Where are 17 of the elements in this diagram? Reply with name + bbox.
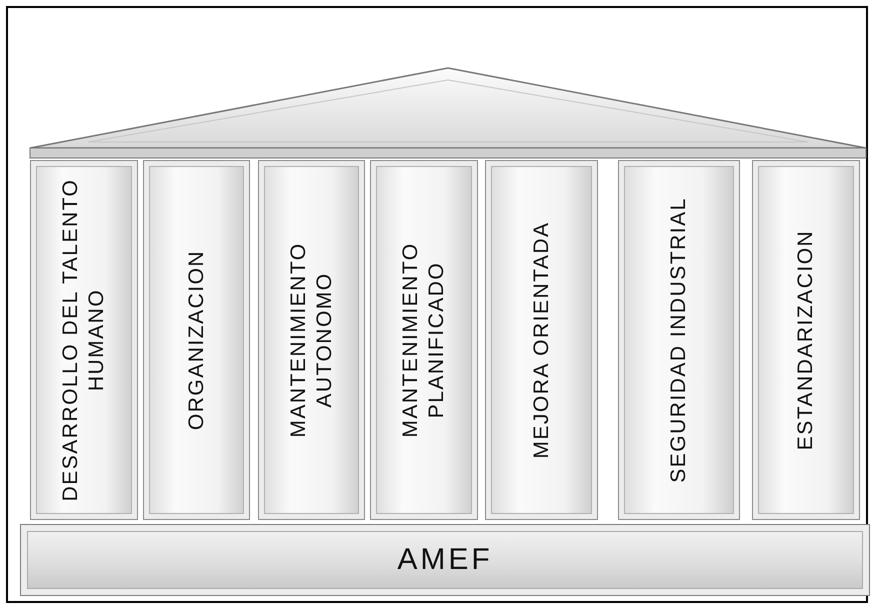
roof-shape	[28, 66, 868, 160]
pillar-label: ESTANDARIZACION	[792, 228, 818, 452]
base-slab	[20, 524, 870, 596]
pillar-column	[370, 160, 478, 520]
pillar-label: SEGURIDAD INDUSTRIAL	[666, 196, 691, 485]
pillar-column	[618, 160, 740, 520]
pillar-column	[258, 160, 365, 520]
pillar-label: ORGANIZACION	[183, 248, 208, 432]
pillar-label: MANTENIMIENTO PLANIFICADO	[398, 241, 449, 440]
base-label: AMEF	[396, 543, 494, 577]
pillar-column	[752, 160, 860, 520]
pillar-label: MEJORA ORIENTADA	[528, 220, 554, 461]
pillar-column	[485, 160, 598, 520]
pillar-column	[30, 160, 138, 520]
pillar-label: DESARROLLO DEL TALENTO HUMANO	[58, 178, 109, 504]
pillar-column	[143, 160, 250, 520]
pillar-label: MANTENIMIENTO AUTONOMO	[285, 241, 336, 440]
